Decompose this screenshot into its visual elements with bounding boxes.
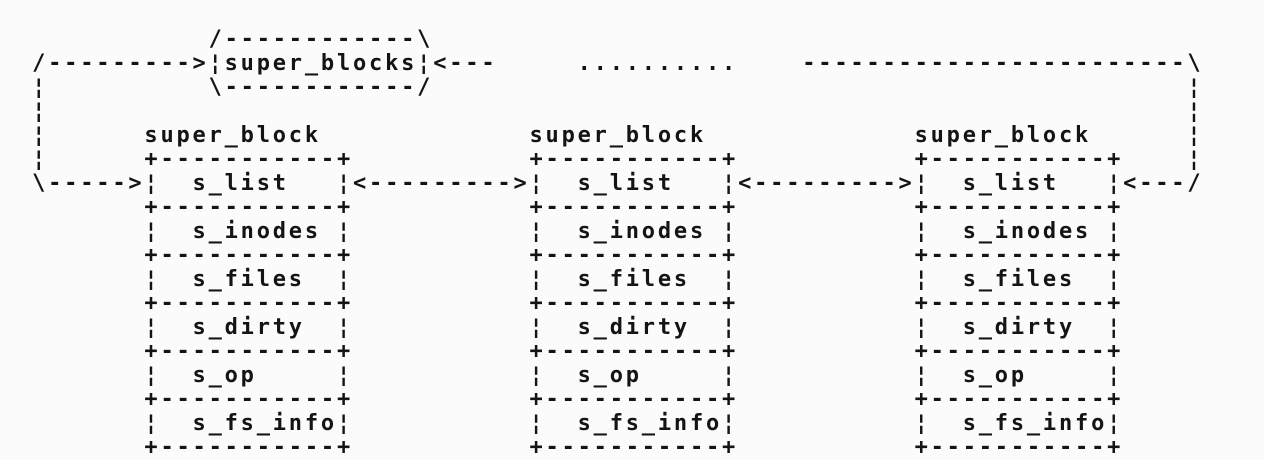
diagram-line-border: +-----------+ +-----------+ +-----------… xyxy=(0,339,1124,364)
ascii-diagram-superblock-list: /------------\ /--------->¦super_blocks¦… xyxy=(0,28,1203,460)
diagram-line-s-inodes-row: ¦ s_inodes ¦ ¦ s_inodes ¦ ¦ s_inodes ¦ xyxy=(0,219,1124,244)
diagram-line-superblocks-box-bottom: ¦ \------------/ ¦ xyxy=(0,75,1204,100)
diagram-line-superblocks-box-top: /------------\ xyxy=(0,27,434,52)
diagram-line-border: +-----------+ +-----------+ +-----------… xyxy=(0,195,1124,220)
diagram-line-s-dirty-row: ¦ s_dirty ¦ ¦ s_dirty ¦ ¦ s_dirty ¦ xyxy=(0,315,1124,340)
diagram-line-s-op-row: ¦ s_op ¦ ¦ s_op ¦ ¦ s_op ¦ xyxy=(0,363,1124,388)
diagram-line-border: ¦ +-----------+ +-----------+ +---------… xyxy=(0,147,1204,172)
diagram-line-border: +-----------+ +-----------+ +-----------… xyxy=(0,387,1124,412)
diagram-line-s-files-row: ¦ s_files ¦ ¦ s_files ¦ ¦ s_files ¦ xyxy=(0,267,1124,292)
diagram-line-spacer: ¦ ¦ xyxy=(0,99,1204,124)
diagram-line-node-headers: ¦ super_block super_block super_block ¦ xyxy=(0,123,1204,148)
diagram-line-border: +-----------+ +-----------+ +-----------… xyxy=(0,291,1124,316)
diagram-line-border: +-----------+ +-----------+ +-----------… xyxy=(0,243,1124,268)
diagram-line-s-fs-info-row: ¦ s_fs_info¦ ¦ s_fs_info¦ ¦ s_fs_info¦ xyxy=(0,411,1124,436)
diagram-line-border: +-----------+ +-----------+ +-----------… xyxy=(0,435,1124,460)
diagram-line-s-list-row: \----->¦ s_list ¦<--------->¦ s_list ¦<-… xyxy=(0,171,1204,196)
diagram-line-superblocks-box-label: /--------->¦super_blocks¦<--- ..........… xyxy=(0,51,1204,76)
